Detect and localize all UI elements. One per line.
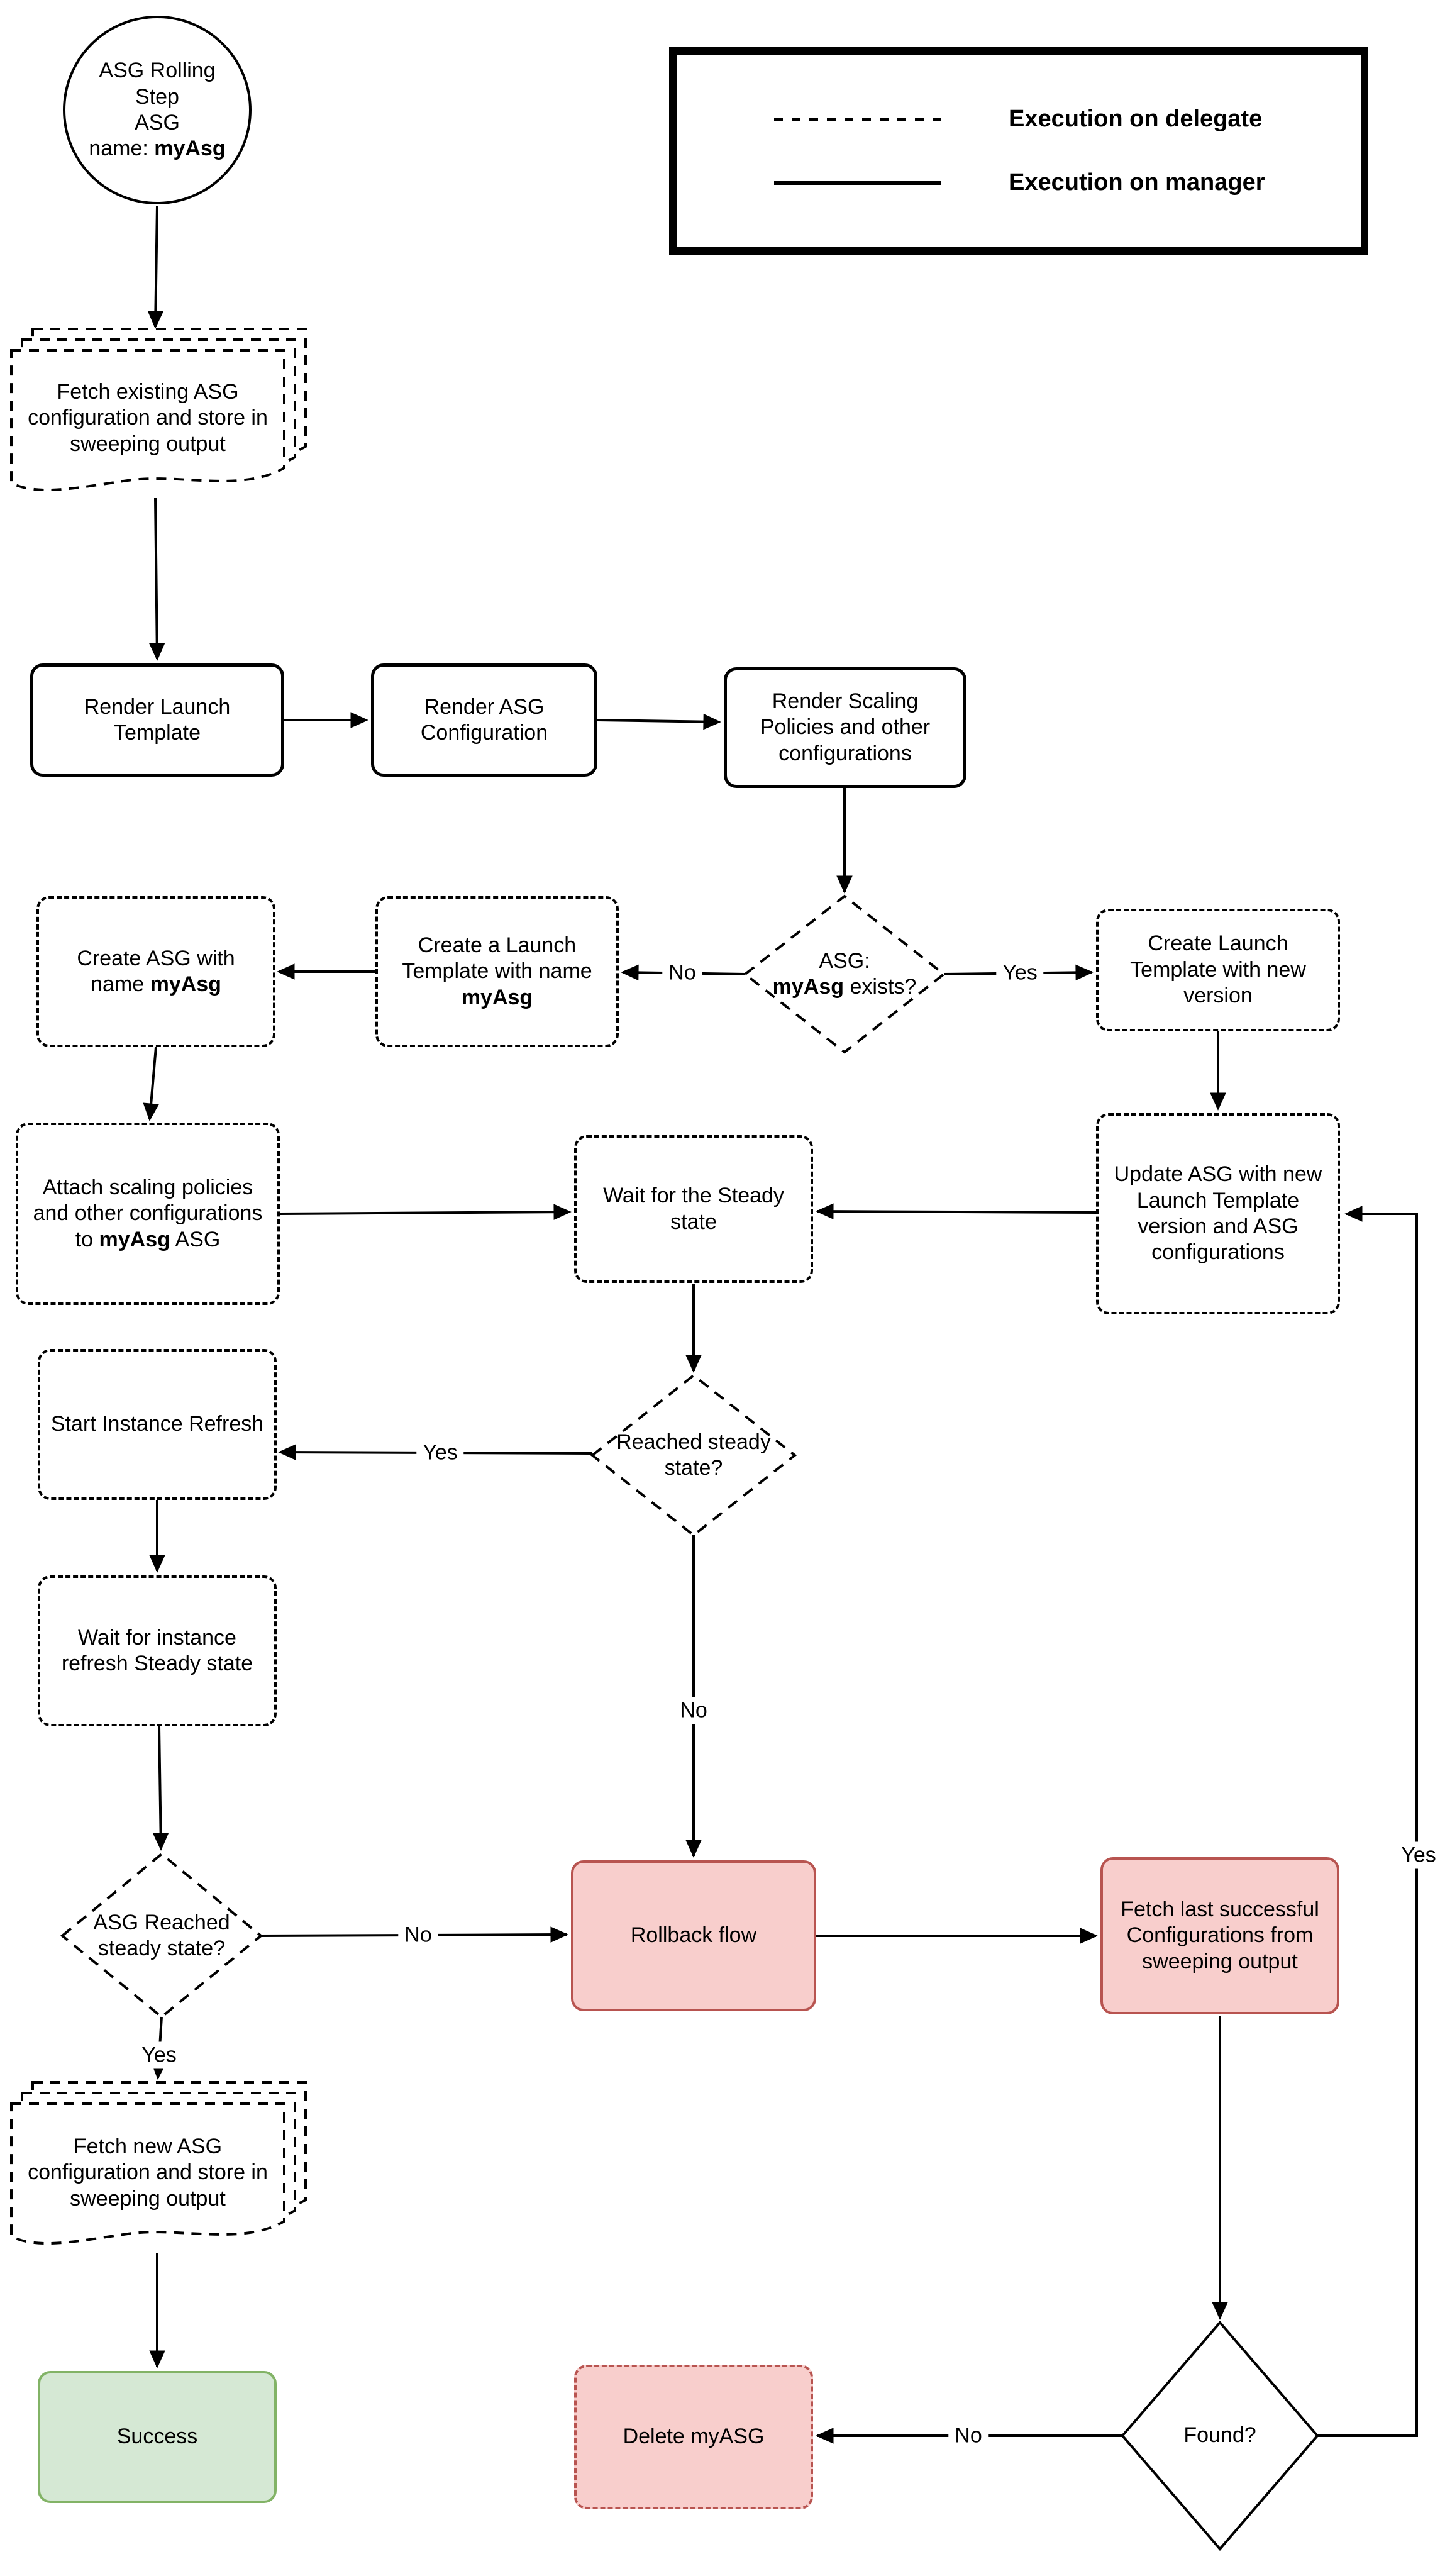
edge-start-to-fetch-existing bbox=[147, 205, 164, 329]
legend-row-delegate: Execution on delegate bbox=[774, 106, 1361, 133]
edge-label-reached-no: No bbox=[673, 1697, 714, 1724]
found-decision-shape bbox=[1121, 2320, 1319, 2551]
asg-reached-steady-state-decision-label: ASG Reached steady state? bbox=[93, 1910, 230, 1960]
edge-update-asg-to-wait-steady bbox=[816, 1203, 1097, 1219]
legend-manager-label: Execution on manager bbox=[1009, 169, 1265, 196]
edge-label-found-no: No bbox=[948, 2422, 989, 2450]
success-node: Success bbox=[38, 2371, 277, 2503]
fetch-last-successful-node: Fetch last successful Configurations fro… bbox=[1100, 1857, 1339, 2014]
edge-label-reached-yes: Yes bbox=[416, 1439, 464, 1467]
edge-wait-refresh-to-asg-reached-decision bbox=[152, 1726, 169, 1851]
edge-label-exists-no: No bbox=[662, 959, 702, 987]
start-node-line1: ASG Rolling Step bbox=[99, 58, 216, 109]
legend-box: Execution on delegate Execution on manag… bbox=[669, 47, 1368, 255]
fetch-new-multidocument-shape bbox=[10, 2081, 307, 2245]
start-node-line2: ASG bbox=[135, 111, 180, 135]
asg-reached-steady-state-decision-shape bbox=[60, 1852, 263, 2019]
start-node-asg-rolling-step: ASG Rolling Step ASG name: myAsg bbox=[63, 16, 252, 204]
fetch-existing-node-label: Fetch existing ASG configuration and sto… bbox=[28, 379, 268, 456]
wait-instance-refresh-node: Wait for instance refresh Steady state bbox=[38, 1575, 277, 1726]
start-instance-refresh-node: Start Instance Refresh bbox=[38, 1349, 277, 1500]
edge-found-yes-to-update-asg bbox=[1317, 1206, 1418, 2437]
attach-scaling-policies-node: Attach scaling policies and other config… bbox=[16, 1123, 280, 1305]
fetch-existing-multidocument-shape bbox=[10, 328, 307, 492]
edge-label-asg-reached-no: No bbox=[398, 1921, 438, 1949]
edge-label-exists-yes: Yes bbox=[996, 959, 1044, 987]
render-launch-template-node: Render Launch Template bbox=[30, 663, 284, 777]
edge-render-asg-to-render-scaling bbox=[597, 713, 721, 730]
edge-label-asg-reached-yes: Yes bbox=[135, 2041, 183, 2069]
rollback-flow-node: Rollback flow bbox=[571, 1860, 816, 2011]
fetch-new-node-label: Fetch new ASG configuration and store in… bbox=[28, 2134, 268, 2211]
edge-fetch-existing-to-render-launch bbox=[148, 497, 165, 661]
create-launch-template-new-version-node: Create Launch Template with new version bbox=[1096, 909, 1340, 1031]
wait-steady-state-node: Wait for the Steady state bbox=[574, 1135, 813, 1283]
start-node-line3: name: myAsg bbox=[89, 136, 226, 161]
create-asg-node: Create ASG with name myAsg bbox=[36, 896, 275, 1047]
edge-create-asg-to-attach bbox=[143, 1046, 159, 1121]
render-asg-configuration-node: Render ASG Configuration bbox=[371, 663, 597, 777]
reached-steady-state-decision-shape bbox=[590, 1374, 797, 1537]
edge-attach-to-wait-steady bbox=[279, 1204, 572, 1220]
asg-exists-decision-shape bbox=[743, 894, 946, 1054]
render-scaling-policies-node: Render Scaling Policies and other config… bbox=[724, 667, 966, 788]
edge-label-found-yes: Yes bbox=[1395, 1841, 1440, 1869]
solid-line-sample bbox=[774, 180, 941, 185]
update-asg-node: Update ASG with new Launch Template vers… bbox=[1096, 1113, 1340, 1314]
found-decision-label: Found? bbox=[1183, 2423, 1256, 2448]
dashed-line-sample bbox=[774, 117, 941, 121]
legend-delegate-label: Execution on delegate bbox=[1009, 106, 1263, 132]
asg-exists-decision-label: ASG: myAsg exists? bbox=[772, 948, 917, 999]
delete-myasg-node: Delete myASG bbox=[574, 2365, 813, 2509]
create-launch-template-myasg-node: Create a Launch Template with name myAsg bbox=[375, 896, 619, 1047]
legend-row-manager: Execution on manager bbox=[774, 169, 1361, 196]
reached-steady-state-decision-label: Reached steady state? bbox=[616, 1430, 771, 1480]
